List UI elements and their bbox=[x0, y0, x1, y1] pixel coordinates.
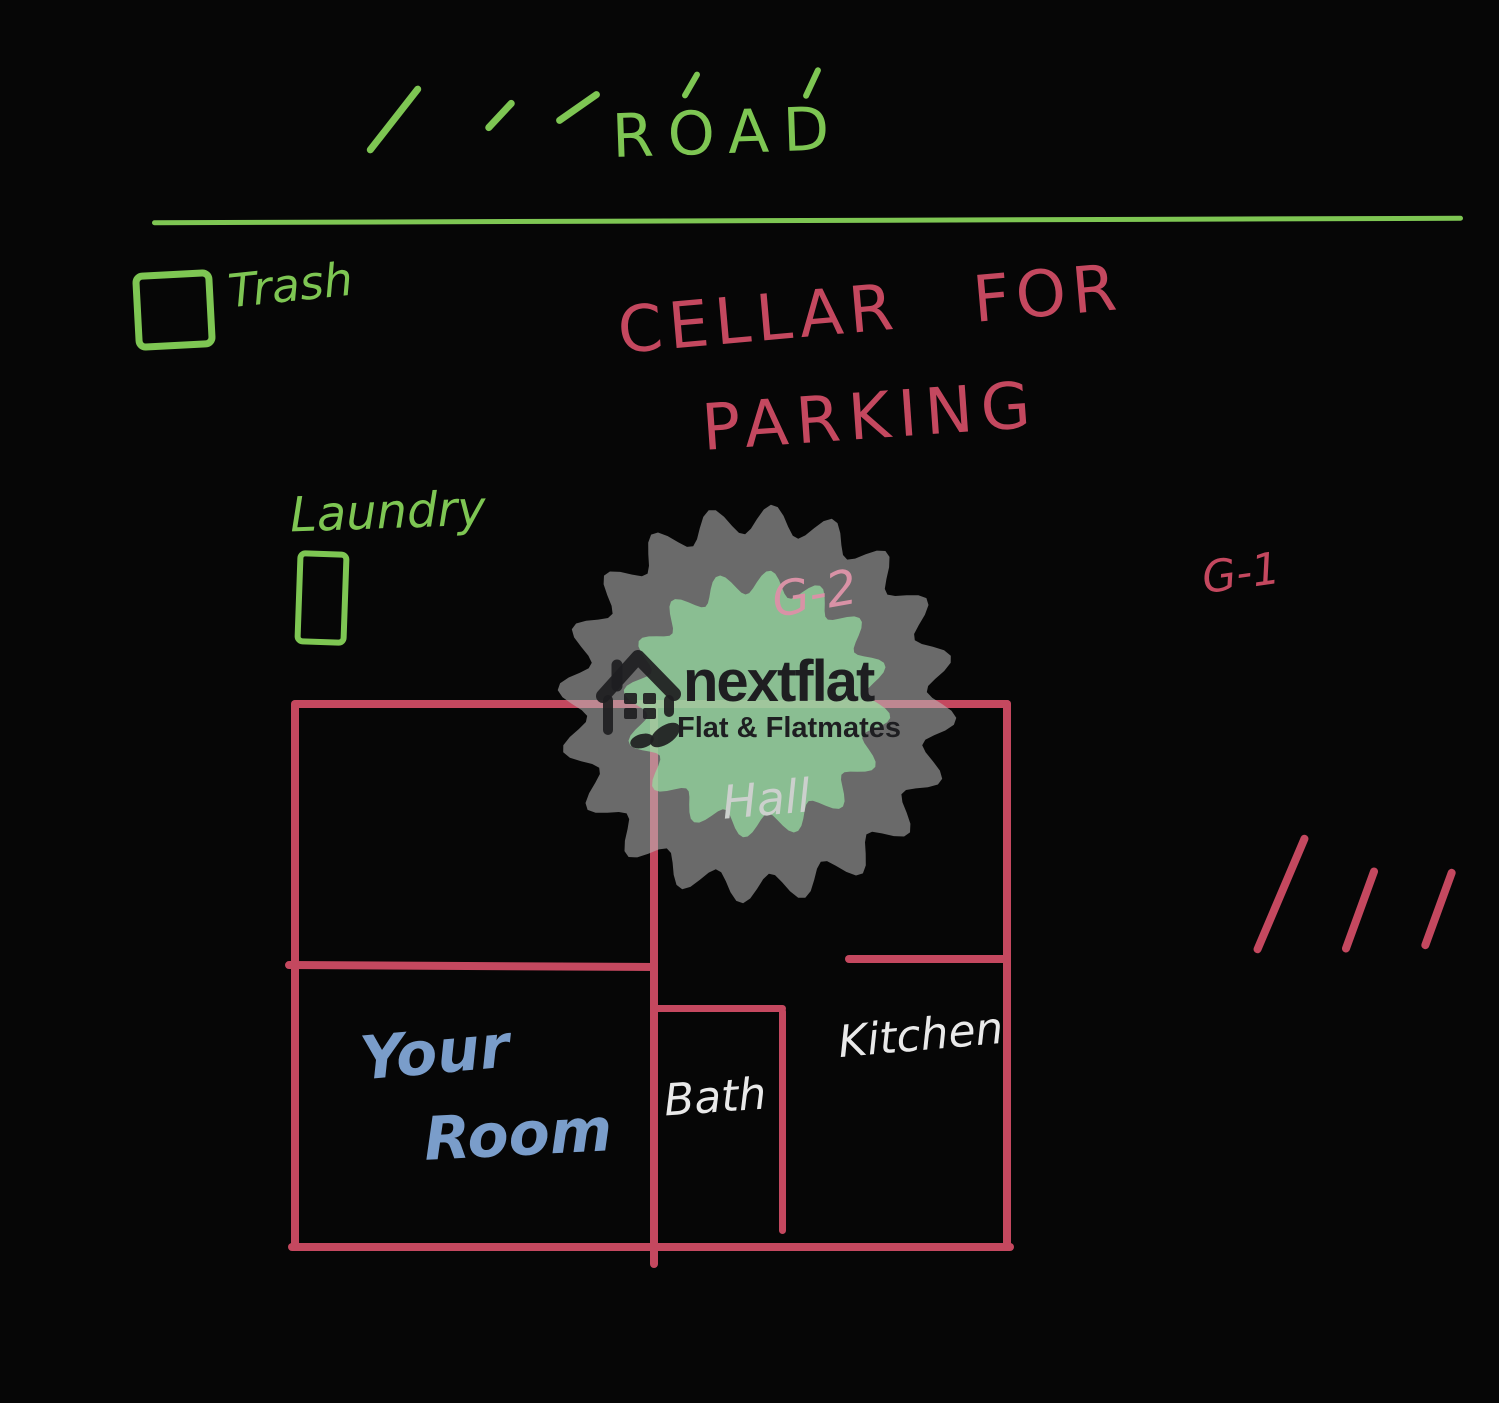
hatch-mark bbox=[1420, 867, 1457, 951]
house-icon bbox=[596, 650, 681, 749]
road-tick-mark bbox=[483, 98, 517, 133]
watermark: nextflat Flat & Flatmates bbox=[497, 444, 1017, 964]
laundry-label: Laundry bbox=[289, 480, 487, 544]
road-tick-mark bbox=[554, 89, 602, 126]
your-room-label-line1: Your bbox=[357, 1011, 513, 1095]
kitchen-label: Kitchen bbox=[836, 1002, 1006, 1069]
unit-g1-label: G-1 bbox=[1198, 542, 1284, 605]
watermark-inner-scallop bbox=[623, 570, 891, 838]
wall-center-divider bbox=[650, 702, 658, 1268]
trash-box bbox=[132, 268, 216, 352]
laundry-box bbox=[294, 550, 350, 646]
hall-label: Hall bbox=[719, 768, 813, 830]
hatch-mark bbox=[1340, 866, 1380, 954]
road-accent-tick bbox=[680, 70, 702, 100]
cellar-label-line1: CELLAR FOR bbox=[614, 251, 1126, 369]
tagline-label: Flat & Flatmates bbox=[677, 712, 901, 744]
wall-right bbox=[1003, 700, 1011, 1251]
wall-left bbox=[291, 700, 299, 1251]
hatch-mark bbox=[1252, 833, 1310, 955]
trash-label: Trash bbox=[225, 251, 356, 319]
wall-bath-top bbox=[654, 1005, 786, 1012]
your-room-label-line2: Room bbox=[422, 1095, 614, 1175]
road-line bbox=[151, 215, 1464, 226]
wall-bath-right bbox=[779, 1008, 786, 1234]
brand-label: nextflat bbox=[683, 649, 875, 714]
leaf-icon bbox=[630, 722, 680, 749]
road-tick-mark bbox=[365, 84, 423, 155]
bath-label: Bath bbox=[662, 1068, 768, 1127]
watermark-scallops bbox=[557, 504, 957, 904]
road-label: ROAD bbox=[610, 93, 845, 173]
wall-kitchen-top bbox=[845, 955, 1011, 963]
